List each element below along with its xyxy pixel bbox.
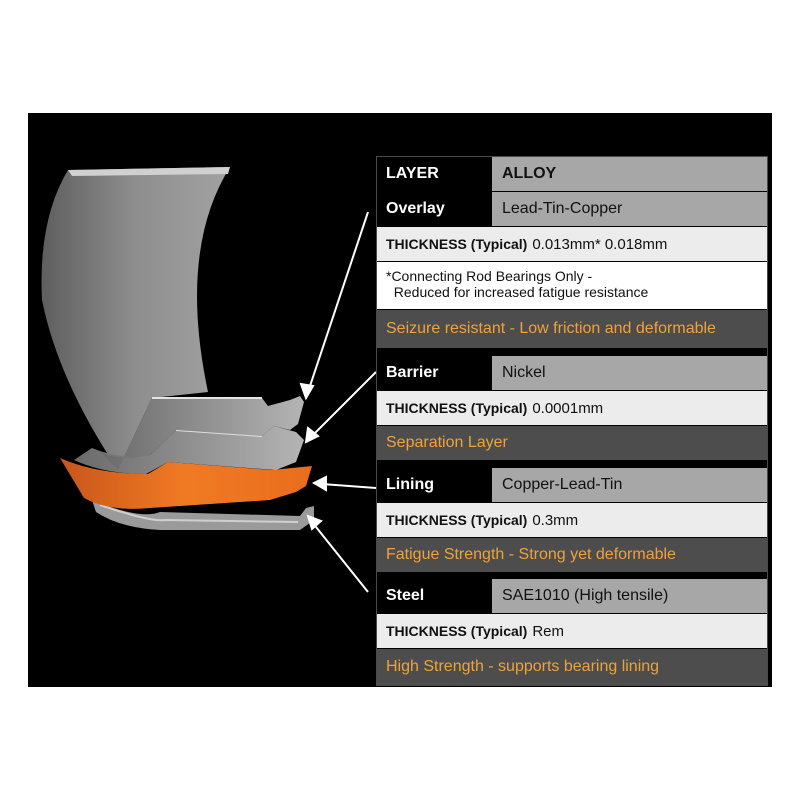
table-header-row: LAYER ALLOY [377, 157, 767, 191]
steel-property: High Strength - supports bearing lining [377, 649, 767, 685]
overlay-thickness-value: 0.013mm* 0.018mm [532, 235, 668, 253]
overlay-note-line-1: *Connecting Rod Bearings Only - [386, 268, 593, 284]
overlay-property: Seizure resistant - Low friction and def… [377, 310, 767, 348]
bearing-inner-surface [41, 167, 230, 470]
barrier-thickness-label: THICKNESS (Typical) [386, 400, 528, 416]
lining-thickness-row: THICKNESS (Typical) 0.3mm [377, 503, 767, 537]
lining-thickness-label: THICKNESS (Typical) [386, 512, 528, 528]
layer-table: LAYER ALLOY Overlay Lead-Tin-Copper THIC… [376, 156, 768, 686]
lining-thickness-value: 0.3mm [532, 511, 579, 529]
barrier-alloy: Nickel [492, 356, 767, 390]
overlay-name: Overlay [377, 192, 492, 226]
lining-alloy: Copper-Lead-Tin [492, 468, 767, 502]
overlay-note-line-2: Reduced for increased fatigue resistance [386, 284, 649, 300]
lining-property: Fatigue Strength - Strong yet deformable [377, 538, 767, 572]
alloy-column-header: ALLOY [492, 157, 767, 191]
layer-overlay [100, 396, 304, 470]
steel-thickness-value: Rem [532, 622, 564, 640]
barrier-property: Separation Layer [377, 426, 767, 460]
steel-thickness-label: THICKNESS (Typical) [386, 623, 528, 639]
steel-row: Steel SAE1010 (High tensile) [377, 579, 767, 613]
steel-name: Steel [377, 579, 492, 613]
layer-steel [92, 500, 314, 530]
barrier-thickness-value: 0.0001mm [532, 399, 604, 417]
steel-alloy: SAE1010 (High tensile) [492, 579, 767, 613]
overlay-alloy: Lead-Tin-Copper [492, 192, 767, 226]
barrier-row: Barrier Nickel [377, 356, 767, 390]
barrier-thickness-row: THICKNESS (Typical) 0.0001mm [377, 391, 767, 425]
layer-column-header: LAYER [377, 157, 492, 191]
overlay-thickness-row: THICKNESS (Typical) 0.013mm* 0.018mm [377, 227, 767, 261]
barrier-name: Barrier [377, 356, 492, 390]
layer-lining [60, 458, 312, 509]
overlay-row: Overlay Lead-Tin-Copper [377, 192, 767, 226]
layer-barrier [74, 426, 304, 474]
overlay-note: *Connecting Rod Bearings Only - Reduced … [377, 262, 767, 309]
overlay-thickness-label: THICKNESS (Typical) [386, 236, 528, 252]
pointer-arrows [299, 211, 377, 593]
bearing-top-edge [68, 167, 230, 176]
lining-name: Lining [377, 468, 492, 502]
lining-row: Lining Copper-Lead-Tin [377, 468, 767, 502]
steel-thickness-row: THICKNESS (Typical) Rem [377, 614, 767, 648]
